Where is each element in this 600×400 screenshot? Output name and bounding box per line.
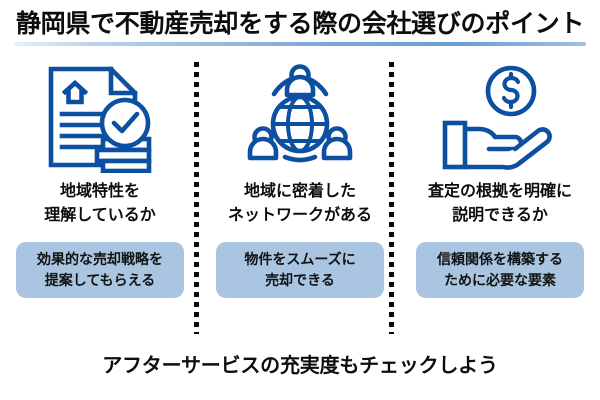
point-column-1: 地域特性を 理解しているか 効果的な売却戦略を 提案してもらえる <box>0 56 200 341</box>
document-house-check-coins-icon <box>41 58 159 176</box>
page-title: 静岡県で不動産売却をする際の会社選びのポイント <box>15 10 585 38</box>
column-divider-1 <box>194 62 199 334</box>
title-underline-rule <box>14 42 586 46</box>
benefit-chip-1: 効果的な売却戦略を 提案してもらえる <box>16 242 184 298</box>
benefit-chip-3: 信頼関係を構築する ために必要な要素 <box>416 242 584 298</box>
benefit-text-2: 物件をスムーズに 売却できる <box>244 251 356 288</box>
point-column-2: 地域に密着した ネットワークがある 物件をスムーズに 売却できる <box>200 56 400 341</box>
globe-network-people-icon <box>241 58 359 176</box>
points-columns: 地域特性を 理解しているか 効果的な売却戦略を 提案してもらえる <box>0 56 600 341</box>
page-title-block: 静岡県で不動産売却をする際の会社選びのポイント <box>0 8 600 46</box>
footer-note: アフターサービスの充実度もチェックしよう <box>102 355 498 377</box>
benefit-text-3: 信頼関係を構築する ために必要な要素 <box>437 251 563 288</box>
point-caption-3: 査定の根拠を明確に 説明できるか <box>427 183 572 224</box>
hand-holding-dollar-coin-icon <box>439 58 561 176</box>
point-caption-2: 地域に密着した ネットワークがある <box>227 183 372 224</box>
benefit-text-1: 効果的な売却戦略を 提案してもらえる <box>37 251 163 288</box>
benefit-chip-2: 物件をスムーズに 売却できる <box>216 242 384 298</box>
point-caption-1: 地域特性を 理解しているか <box>44 183 156 224</box>
column-divider-2 <box>389 62 394 334</box>
footer-note-block: アフターサービスの充実度もチェックしよう <box>0 352 600 380</box>
point-column-3: 査定の根拠を明確に 説明できるか 信頼関係を構築する ために必要な要素 <box>400 56 600 341</box>
